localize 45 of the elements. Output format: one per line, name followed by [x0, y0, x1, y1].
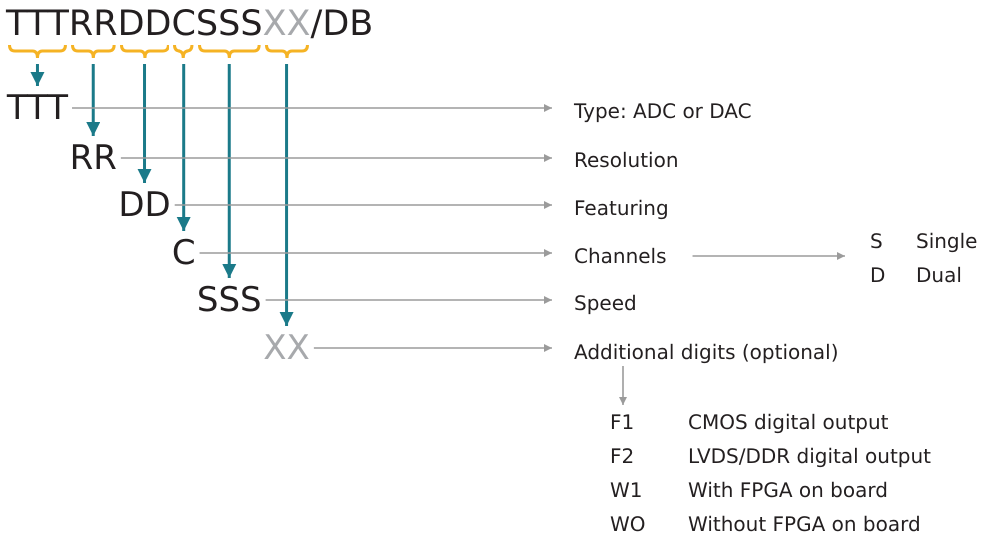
arrow — [314, 344, 552, 352]
arrow — [619, 366, 627, 405]
code-letters: XX — [263, 328, 310, 368]
option-code: D — [870, 262, 886, 289]
field-description: Channels — [552, 242, 689, 270]
arrow — [280, 64, 294, 326]
option-code: S — [870, 228, 884, 255]
code-letters: DD — [118, 4, 172, 44]
code-letters: C — [171, 4, 196, 44]
option-name: CMOS digital output — [688, 409, 890, 436]
option-name: Dual — [916, 262, 963, 289]
arrow — [174, 201, 552, 209]
code-letters: RR — [68, 4, 118, 44]
code-suffix: /DB — [310, 4, 374, 44]
code-letters: SSS — [196, 4, 263, 44]
arrow — [30, 64, 44, 86]
arrow — [86, 64, 100, 136]
arrow — [138, 64, 152, 183]
option-code: F1 — [610, 409, 636, 436]
arrow — [72, 104, 552, 112]
option-code: W1 — [610, 477, 644, 504]
code-letters: DD — [118, 185, 171, 225]
arrow — [176, 64, 191, 231]
arrow — [266, 296, 552, 304]
arrow — [120, 154, 552, 162]
option-name: With FPGA on board — [688, 477, 889, 504]
option-name: Without FPGA on board — [688, 511, 922, 538]
code-letters: TTT — [6, 88, 68, 128]
option-code: WO — [610, 511, 647, 538]
arrow — [200, 249, 552, 257]
code-letters: XX — [262, 4, 311, 44]
option-name: LVDS/DDR digital output — [688, 443, 931, 470]
field-description: Type: ADC or DAC — [552, 97, 774, 125]
field-description: Resolution — [552, 146, 701, 174]
arrow — [222, 64, 236, 278]
code-letters: C — [172, 233, 196, 273]
option-name: Single — [916, 228, 978, 255]
field-description: Speed — [552, 289, 659, 317]
field-description: Additional digits (optional) — [552, 338, 861, 366]
option-code: F2 — [610, 443, 636, 470]
field-description: Featuring — [552, 194, 691, 222]
code-letters: TTT — [6, 4, 69, 44]
arrow — [692, 252, 845, 260]
code-letters: RR — [70, 138, 117, 178]
code-letters: SSS — [196, 280, 262, 320]
